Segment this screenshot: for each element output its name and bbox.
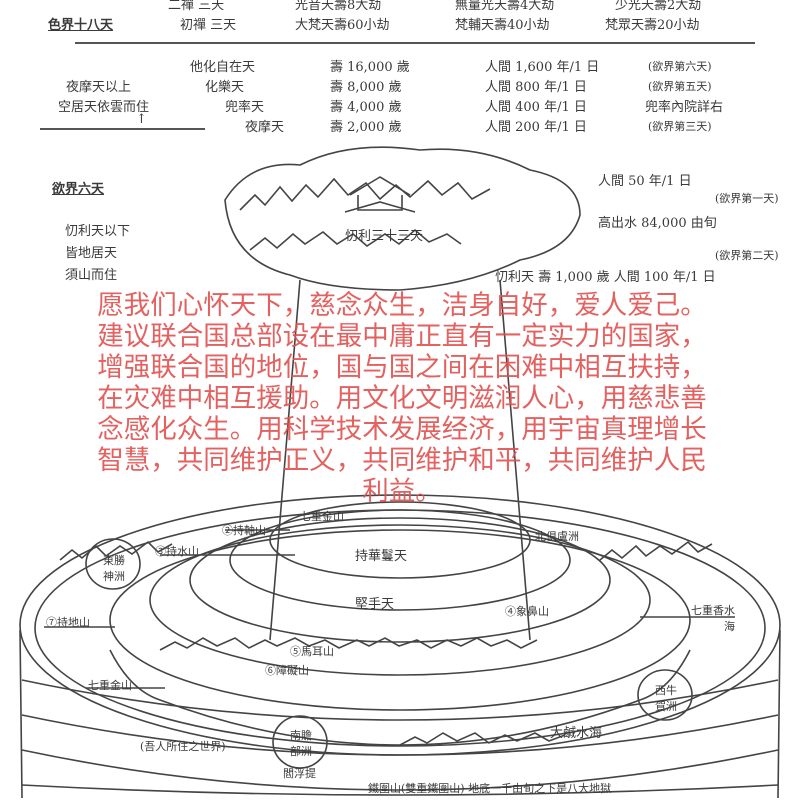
heaven-name: 他化自在天	[190, 60, 256, 75]
overlay-line: 念感化众生。用科学技术发展经济，用宇宙真理增长	[97, 414, 707, 445]
header-row2-3: 梵眾天壽20小劫	[605, 18, 700, 33]
nimindhara-label: ⑦持地山	[46, 616, 90, 629]
heaven-note: (欲界第五天)	[648, 80, 712, 93]
header-row2-1: 大梵天壽60小劫	[295, 18, 390, 33]
header-row2-2: 梵輔天壽40小劫	[455, 18, 550, 33]
golden-mountains-label: 七重金山	[88, 679, 132, 692]
desire-note-1: 皆地居天	[65, 246, 118, 261]
form-realm-label: 色界十八天	[48, 18, 114, 33]
second-heaven-note: (欲界第二天)	[715, 249, 779, 262]
heaven-note-0: 夜摩天以上	[66, 80, 132, 95]
overlay-line: 智慧，共同维护正义，共同维护和平，共同维护人民	[97, 445, 707, 476]
header-row1-3: 少光天壽2大劫	[615, 0, 702, 13]
divider	[40, 128, 205, 130]
heaven-name: 兜率天	[225, 100, 265, 115]
east-continent-circle	[85, 538, 141, 590]
header-row1-0: 二禪 三天	[168, 0, 225, 13]
heaven-ratio: 人間 200 年/1 日	[485, 120, 587, 135]
vinataka-label: ④象鼻山	[505, 605, 549, 618]
header-row2-0: 初禪 三天	[180, 18, 237, 33]
fragrant-seas-label: 七重香水海	[691, 604, 735, 633]
palace-icon	[344, 176, 416, 213]
divider	[75, 42, 755, 44]
heaven-note-1: 空居天依雲而住	[58, 100, 150, 115]
heaven-life: 壽 2,000 歲	[330, 120, 402, 135]
jambudvipa-label: 閻浮提	[283, 767, 316, 780]
desire-realm-title: 欲界六天	[52, 182, 105, 197]
heaven-ratio: 人間 1,600 年/1 日	[485, 60, 600, 75]
heaven-note: 兜率內院詳右	[645, 100, 724, 115]
overlay-line: 在灾难中相互援助。用文化文明滋润人心，用慈悲善	[97, 383, 707, 414]
heaven-note: (欲界第三天)	[648, 120, 712, 133]
heaven-name: 化樂天	[205, 80, 245, 95]
heaven-note: (欲界第六天)	[648, 60, 712, 73]
yugandhara-label: ②持軸山	[222, 524, 266, 537]
desire-note-0: 忉利天以下	[65, 224, 131, 239]
sumeru-column	[269, 279, 531, 641]
heaven-ratio: 人間 400 年/1 日	[485, 100, 587, 115]
south-continent-label: 南贍部洲	[290, 729, 312, 758]
overlay-line: 利益。	[362, 476, 442, 507]
our-world-label: (吾人所住之世界)	[140, 740, 226, 753]
overlay-line: 愿我们心怀天下，慈念众生，洁身自好，爱人爱己。	[97, 290, 707, 321]
overlay-line: 增强联合国的地位，国与国之间在困难中相互扶持，	[97, 352, 707, 383]
north-continent-label: 北俱盧洲	[535, 530, 579, 543]
garland-heaven-label: 持華鬘天	[355, 549, 408, 564]
header-row1-2: 無量光天壽4大劫	[455, 0, 555, 13]
heaven-life: 壽 16,000 歲	[330, 60, 410, 75]
west-continent-circle	[637, 669, 693, 721]
south-continent-circle	[272, 715, 328, 769]
trayastrimsa-info: 忉利天 壽 1,000 歲 人間 100 年/1 日	[495, 270, 716, 285]
salt-sea-label: 大鹹水海	[550, 726, 603, 741]
golden-mountain-rings	[109, 529, 691, 711]
overlay-line: 建议联合国总部设在最中庸正直有一定实力的国家，	[97, 321, 707, 352]
first-heaven-note: (欲界第一天)	[715, 192, 779, 205]
overlay-message: 愿我们心怀天下，慈念众生，洁身自好，爱人爱己。 建议联合国总部设在最中庸正直有一…	[36, 290, 768, 507]
asvakarna-label: ⑤馬耳山	[290, 645, 334, 658]
trayastrimsa-label: 忉利三十三天	[345, 229, 424, 244]
firm-hand-heaven-label: 堅手天	[355, 597, 395, 612]
heaven-life: 壽 4,000 歲	[330, 100, 402, 115]
east-continent-label: 東勝神洲	[103, 554, 125, 583]
trayastrimsa-cloud	[224, 146, 581, 291]
heaven-ratio: 人間 800 年/1 日	[485, 80, 587, 95]
desire-note-2: 須山而住	[65, 268, 118, 283]
outer-disk	[19, 494, 781, 756]
arrow-up-icon: ↑	[136, 112, 147, 127]
height-label: 高出水 84,000 由旬	[598, 216, 717, 231]
golden-mountains-top-label: 七重金山	[300, 510, 344, 523]
first-heaven-ratio: 人間 50 年/1 日	[598, 174, 692, 189]
heaven-life: 壽 8,000 歲	[330, 80, 402, 95]
sudarsana-label: ⑥障礙山	[265, 664, 309, 677]
west-continent-label: 西牛賀洲	[655, 684, 677, 713]
iron-ring-label: 鐵圍山(雙重鐵圍山) 地底一千由旬之下是八大地獄	[368, 782, 612, 795]
isadhara-label: ③持水山	[155, 545, 199, 558]
heaven-name: 夜摩天	[245, 120, 285, 135]
header-row1-1: 光音天壽8大劫	[295, 0, 382, 13]
